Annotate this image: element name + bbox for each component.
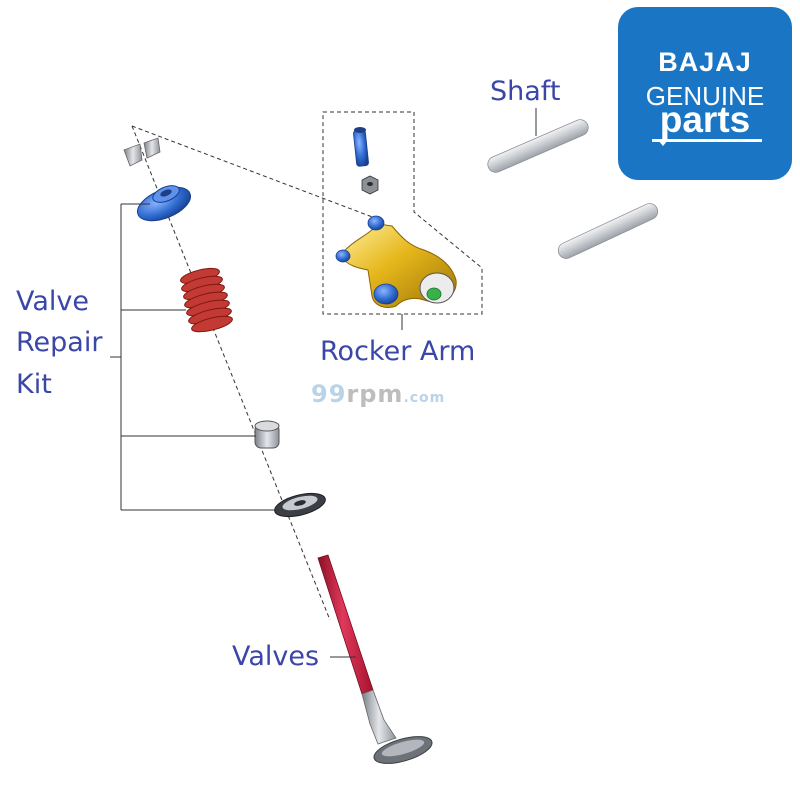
valve — [317, 554, 433, 764]
valve-collet — [123, 137, 161, 167]
rocker-shaft — [487, 108, 659, 259]
bajaj-genuine-parts-logo: BAJAJ GENUINE parts — [618, 7, 792, 180]
logo-brand: BAJAJ — [658, 47, 752, 77]
valve-spring — [180, 267, 233, 333]
watermark-number: 99 — [311, 380, 347, 408]
logo-genuine: GENUINE — [645, 81, 765, 111]
valve-repair-kit-bracket — [110, 203, 279, 511]
lock-nut — [361, 175, 379, 195]
logo-arrow-icon — [658, 140, 668, 146]
logo-parts: parts — [659, 99, 751, 140]
label-valves: Valves — [232, 641, 320, 672]
watermark-tld: .com — [403, 390, 446, 406]
valve-spring-retainer — [137, 185, 191, 222]
assembly-guide-lines — [131, 111, 483, 621]
label-valve-repair-kit-line2: Repair — [16, 327, 103, 358]
rocker-arm-assembly — [335, 127, 457, 309]
logo-underline — [652, 139, 762, 142]
label-shaft: Shaft — [490, 76, 561, 107]
valve-stem-seal — [254, 420, 280, 449]
label-rocker-arm: Rocker Arm — [320, 336, 476, 367]
watermark-word: rpm — [346, 380, 404, 408]
label-valve-repair-kit-line1: Valve — [16, 286, 90, 317]
adjusting-screw — [353, 127, 369, 167]
label-valve-repair-kit-line3: Kit — [16, 369, 52, 400]
watermark: 99rpm.com — [311, 380, 445, 408]
valve-spring-seat — [274, 492, 326, 518]
